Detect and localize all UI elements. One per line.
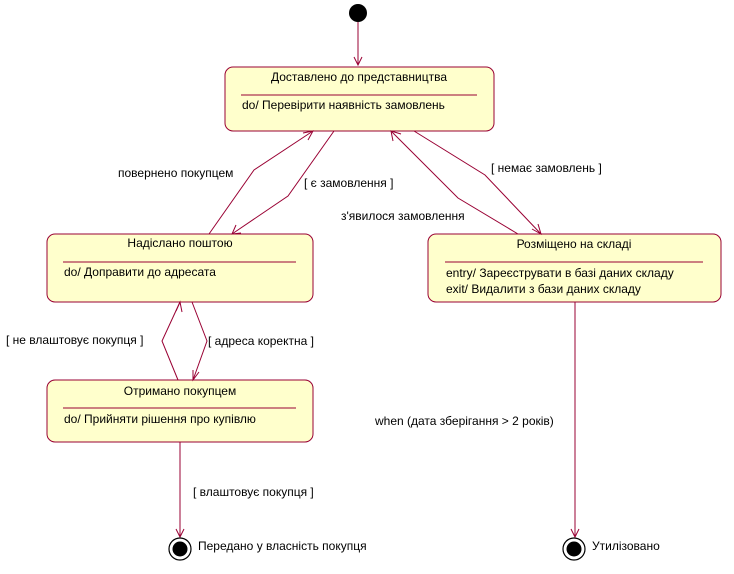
label-expired: when (дата зберігання > 2 років) bbox=[374, 414, 554, 428]
arrowhead bbox=[353, 56, 363, 67]
state-delivered-action: do/ Перевірити наявність замовлень bbox=[242, 98, 445, 112]
arrowhead bbox=[531, 223, 542, 236]
state-stored-action-entry: entry/ Зареєструвати в базі даних складу bbox=[446, 266, 674, 280]
transition-has-order bbox=[231, 130, 335, 235]
label-no-orders: [ немає замовлень ] bbox=[491, 161, 602, 175]
initial-state bbox=[349, 4, 367, 22]
state-delivered-name: Доставлено до представництва bbox=[271, 70, 447, 84]
arrowhead bbox=[231, 224, 242, 235]
label-has-order: [ є замовлення ] bbox=[304, 176, 393, 190]
transition-no-orders bbox=[413, 130, 542, 235]
state-stored: Розміщено на складі entry/ Зареєструвати… bbox=[427, 233, 722, 303]
state-received: Отримано покупцем do/ Прийняти рішення п… bbox=[46, 379, 314, 443]
arrowhead bbox=[390, 130, 402, 142]
state-delivered-box bbox=[224, 66, 495, 132]
state-received-action: do/ Прийняти рішення про купівлю bbox=[64, 412, 256, 426]
transition-returned bbox=[208, 130, 314, 235]
label-not-satisfied: [ не влаштовує покупця ] bbox=[6, 333, 143, 347]
transition-not-satisfied bbox=[161, 301, 181, 381]
label-satisfied: [ влаштовує покупця ] bbox=[193, 485, 314, 499]
arrowhead bbox=[175, 300, 183, 313]
final-state-transferred bbox=[168, 537, 192, 561]
state-delivered: Доставлено до представництва do/ Перевір… bbox=[224, 66, 495, 132]
state-sent: Надіслано поштою do/ Доправити до адреса… bbox=[46, 233, 314, 303]
label-returned: повернено покупцем bbox=[118, 166, 233, 180]
arrowhead bbox=[302, 130, 314, 141]
arrowhead bbox=[175, 528, 185, 539]
state-received-name: Отримано покупцем bbox=[124, 384, 236, 398]
transition-order-appeared bbox=[390, 130, 519, 235]
final-state-dot bbox=[172, 541, 188, 557]
transition-address-correct bbox=[191, 301, 208, 381]
state-sent-action: do/ Доправити до адресата bbox=[64, 265, 216, 279]
final-state-transferred-label: Передано у власність покупця bbox=[198, 539, 367, 553]
final-state-disposed-label: Утилізовано bbox=[592, 539, 660, 553]
final-state-dot bbox=[566, 541, 582, 557]
state-sent-name: Надіслано поштою bbox=[127, 236, 232, 250]
label-address-correct: [ адреса коректна ] bbox=[208, 334, 314, 348]
final-state-disposed bbox=[562, 537, 586, 561]
arrowhead bbox=[192, 370, 200, 382]
state-stored-action-exit: exit/ Видалити з бази даних складу bbox=[446, 282, 641, 296]
label-order-appeared: з'явилося замовлення bbox=[341, 209, 465, 223]
state-stored-name: Розміщено на складі bbox=[517, 237, 632, 251]
arrowhead bbox=[570, 528, 580, 539]
